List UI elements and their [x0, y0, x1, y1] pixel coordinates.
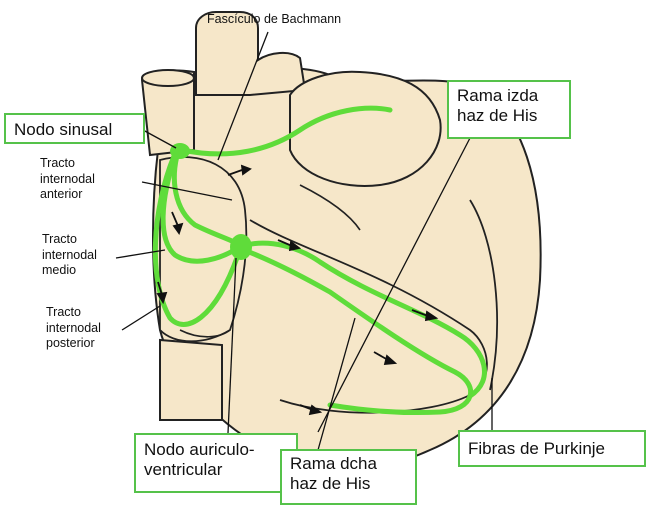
arrow-tract-b-head	[156, 291, 168, 305]
label-nodo-av-line2: ventricular	[144, 459, 223, 479]
label-tracto-anterior-line1: Tracto	[40, 156, 75, 170]
label-tracto-posterior-line1: Tracto	[46, 305, 81, 319]
leader-rama-dcha	[317, 317, 356, 451]
label-nodo-av: Nodo auriculo- ventricular	[134, 433, 298, 493]
leader-tracto-medio	[115, 249, 166, 259]
arrow-bachmann-head	[240, 164, 252, 176]
right-bundle-branch-path	[241, 247, 474, 416]
tricuspid-region	[179, 329, 231, 338]
right-atrium	[159, 156, 248, 343]
label-rama-dcha-line2: haz de His	[290, 473, 371, 493]
label-rama-izda: Rama izda haz de His	[447, 80, 571, 139]
av-node-mark	[230, 234, 252, 260]
label-bachmann: Fascículo de Bachmann	[207, 12, 342, 26]
leader-nodo-sinusal	[142, 129, 177, 149]
anterior-tract-path	[171, 149, 243, 248]
label-tracto-posterior-line3: posterior	[46, 336, 95, 351]
leader-tracto-anterior	[141, 181, 233, 201]
conduction-arrows	[156, 164, 439, 416]
leader-lines	[115, 31, 493, 451]
leader-nodo-av	[227, 257, 237, 434]
label-tracto-medio-line3: medio	[42, 263, 77, 278]
middle-tract-path	[160, 151, 241, 264]
arrow-right-branch-head	[383, 354, 398, 366]
mitral-region	[299, 184, 361, 231]
left-atrium	[289, 70, 442, 187]
label-tracto-anterior-line3: anterior	[40, 187, 83, 202]
label-tracto-medio-line2: internodal	[42, 247, 97, 262]
left-ventricle-wall	[469, 199, 498, 391]
inferior-vena-cava	[159, 338, 223, 421]
leader-bachmann	[217, 31, 269, 161]
arrow-tract-a-head	[172, 222, 184, 235]
arrow-bachmann	[227, 169, 243, 176]
label-fibras-purkinje: Fibras de Purkinje	[458, 430, 646, 467]
aorta	[195, 11, 307, 96]
label-tracto-anterior-line2: internodal	[40, 171, 95, 186]
arrow-tract-a	[171, 211, 179, 227]
posterior-tract-path	[152, 153, 241, 327]
left-bundle-branch-path	[239, 240, 487, 399]
leader-rama-izda	[317, 137, 471, 433]
label-nodo-sinusal: Nodo sinusal	[4, 113, 145, 144]
label-tracto-anterior: Tracto internodal anterior	[40, 156, 95, 203]
vena-cava-opening	[141, 69, 195, 87]
label-rama-dcha-line1: Rama dcha	[290, 454, 377, 473]
arrow-left-branch	[411, 309, 429, 317]
label-rama-izda-line2: haz de His	[457, 105, 538, 125]
label-nodo-av-line1: Nodo auriculo-	[144, 440, 255, 459]
arrow-his	[277, 239, 293, 247]
label-rama-dcha: Rama dcha haz de His	[280, 449, 417, 505]
sinus-node-mark	[170, 143, 190, 159]
label-tracto-posterior-line2: internodal	[46, 320, 101, 335]
label-tracto-medio-line1: Tracto	[42, 232, 77, 246]
label-rama-izda-line1: Rama izda	[457, 86, 539, 105]
label-tracto-medio: Tracto internodal medio	[42, 232, 97, 279]
leader-tracto-posterior	[121, 305, 161, 331]
arrow-left-branch-head	[424, 310, 439, 322]
arrow-his-head	[288, 240, 302, 252]
label-tracto-posterior: Tracto internodal posterior	[46, 305, 101, 352]
arrow-apex-head	[308, 404, 323, 416]
